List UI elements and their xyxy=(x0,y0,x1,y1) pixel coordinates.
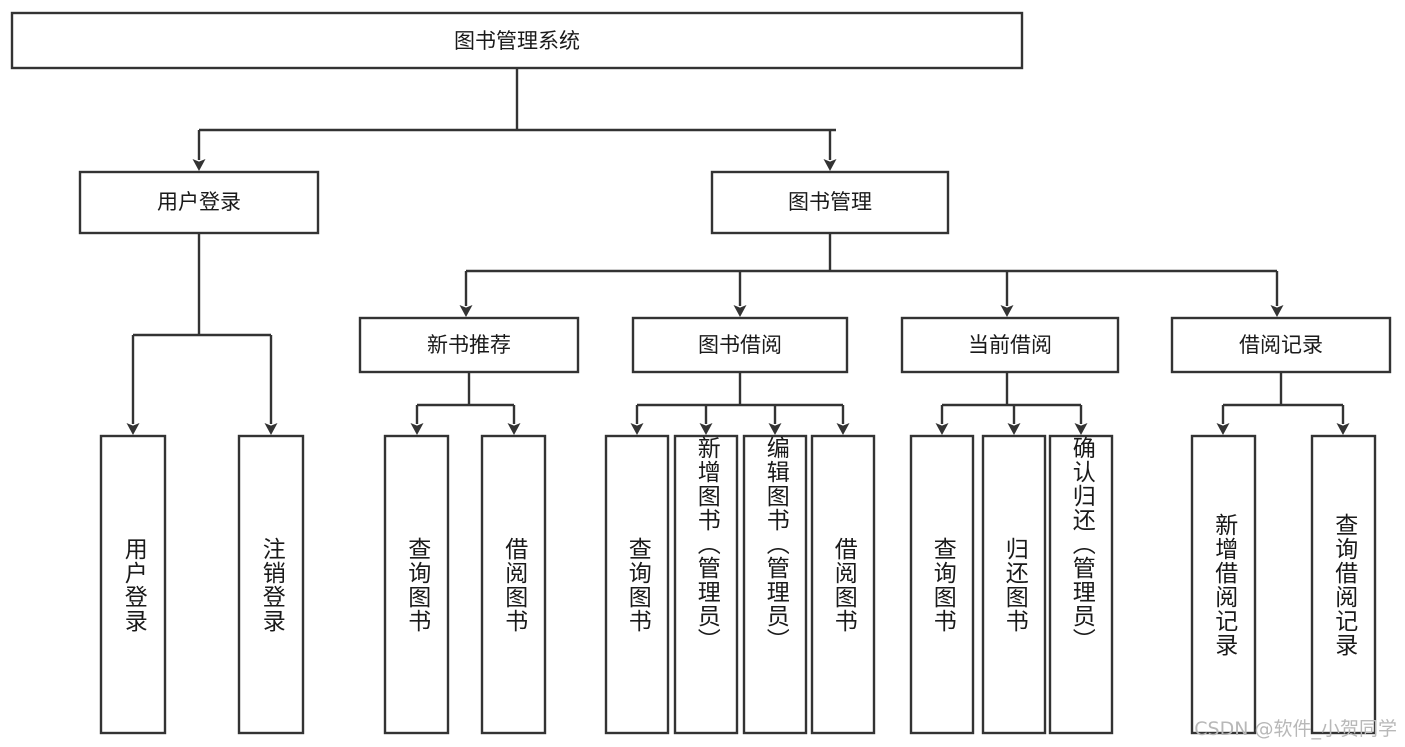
leaf-node-query-book-rec[interactable] xyxy=(383,434,450,735)
csdn-watermark: CSDN @软件_小贺同学 xyxy=(1194,718,1397,740)
node-book-management-label: 图书管理 xyxy=(788,190,872,214)
leaf-node-query-borrow-record[interactable] xyxy=(1310,434,1377,735)
node-borrow-record[interactable]: 借阅记录 xyxy=(1170,316,1392,374)
node-book-borrow-label: 图书借阅 xyxy=(698,333,782,357)
leaf-node-confirm-return-admin[interactable] xyxy=(1048,434,1114,735)
connector-user-login-to-leaves xyxy=(126,233,278,435)
node-root[interactable]: 图书管理系统 xyxy=(10,11,1024,70)
node-root-label: 图书管理系统 xyxy=(454,29,580,53)
node-user-login[interactable]: 用户登录 xyxy=(78,170,320,235)
node-book-management[interactable]: 图书管理 xyxy=(710,170,950,235)
leaf-node-return-book[interactable] xyxy=(981,434,1047,735)
leaf-node-query-book-borrow[interactable] xyxy=(604,434,670,735)
connector-new-book-rec-to-leaves xyxy=(410,372,521,435)
connector-book-mgmt-to-level2 xyxy=(459,233,1284,317)
node-book-borrow[interactable]: 图书借阅 xyxy=(631,316,849,374)
leaf-node-borrow-book[interactable] xyxy=(810,434,876,735)
connector-root-to-level1 xyxy=(192,68,837,171)
node-current-borrow[interactable]: 当前借阅 xyxy=(900,316,1120,374)
connector-book-borrow-to-leaves xyxy=(630,372,850,435)
connector-borrow-record-to-leaves xyxy=(1216,372,1350,435)
leaf-node-logout[interactable] xyxy=(237,434,305,735)
leaf-node-query-book-current[interactable] xyxy=(909,434,975,735)
node-new-book-recommend[interactable]: 新书推荐 xyxy=(358,316,580,374)
node-borrow-record-label: 借阅记录 xyxy=(1239,333,1323,357)
connector-current-borrow-to-leaves xyxy=(935,372,1088,435)
leaf-node-add-borrow-record[interactable] xyxy=(1190,434,1257,735)
node-user-login-label: 用户登录 xyxy=(157,190,241,214)
node-new-book-recommend-label: 新书推荐 xyxy=(427,333,511,357)
node-current-borrow-label: 当前借阅 xyxy=(968,333,1052,357)
leaf-node-add-book-admin[interactable] xyxy=(673,434,739,735)
leaf-node-user-login[interactable] xyxy=(99,434,167,735)
leaf-node-borrow-book-rec[interactable] xyxy=(480,434,547,735)
leaf-node-edit-book-admin[interactable] xyxy=(742,434,808,735)
